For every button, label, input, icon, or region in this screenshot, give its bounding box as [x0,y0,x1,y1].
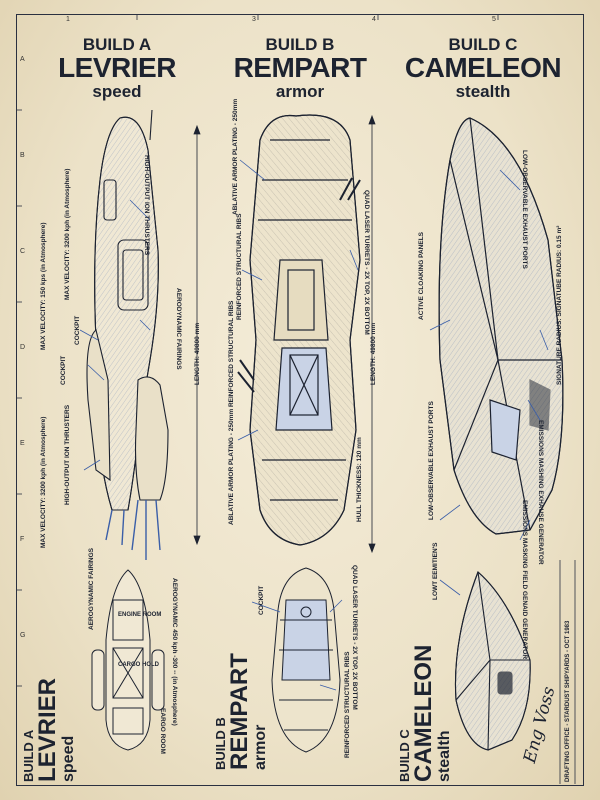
annotation-a-aero-1: AERODYNAMIC FAIRINGS [175,288,182,370]
grid-row-b: B [20,152,25,159]
ship-b-drawing [237,114,361,546]
build-b-name: REMPART [233,52,367,83]
build-c-role: stealth [455,82,511,101]
header-build-b: BUILD B REMPART armor [215,36,385,102]
annotation-a-ion-1: HIGH-OUTPUT ION THRUSTERS [143,155,150,256]
bottom-b-name: REMPART [226,653,253,770]
build-a-name: LEVRIER [58,52,176,83]
annotation-a-cockpit-1: COCKPIT [74,315,81,345]
bottom-a-name: LEVRIER [34,677,61,782]
grid-row-e: D [20,344,26,351]
annotation-a-cockpit-2: COCKPIT [60,355,67,385]
annotation-c-active: ACTIVE CLOAKING PANELS [418,232,425,320]
annotation-b-ablative-2: ABLATIVE ARMOR PLATING - 250mm REINFORCE… [228,300,235,525]
annotation-c-low-obs-1: LOW-OBSERVABLE EXHAUST PORTS [521,150,528,269]
annotation-a-max-vel-3: MAX VELOCITY: 3200 kph (in Atmosphere) [40,416,47,548]
bottom-c-name: CAMELEON [410,644,437,782]
annotation-b-hull: HULL THICKNESS: 120 mm [356,437,363,522]
ship-a-drawing [86,109,169,560]
annotation-b-length: LENGTH: 49800 mm [370,322,377,385]
grid-row-h: G [20,632,26,639]
grid-col-4: 4 [372,16,376,23]
grid-row-f: E [20,440,25,447]
annotation-a-ion-2: HIGH-OUTPUT ION THRUSTERS [64,404,71,505]
ship-a-plan [91,569,165,751]
annotation-a-max-vel-2: MAX VELOCITY: 3200 kph (in Atmosphere) [64,168,71,300]
bottom-b-role: armor [252,724,269,770]
build-c-prefix: BUILD C [448,35,518,54]
annotation-b-reinforced-1: REINFORCED STRUCTURAL RIBS [236,213,243,320]
annotation-c-signature: SIGNATURE RADIUS: SIGNATUBE RADIUS: 0.15… [556,225,563,385]
annotation-c-emissions-1: EMISSIONS MASHING EXHAUSE GENERATOR [537,420,544,565]
build-b-role: armor [275,82,325,101]
grid-col-5: 5 [492,16,496,23]
annotation-a-cargo-hold: CARGO HOLD [118,662,159,668]
header-build-a: BUILD A LEVRIER speed [32,36,202,102]
bottom-title-a: BUILD A LEVRIER speed [21,677,78,782]
grid-col-1: 1 [66,16,70,23]
grid-row-a: A [20,56,25,63]
grid-col-3: 3 [252,16,256,23]
build-b-prefix: BUILD B [265,35,335,54]
grid-row-c: C [20,248,26,255]
bottom-a-role: speed [60,735,77,782]
annotation-b-quad-1: QUAD LASER TURRETS - 2X TOP, 2X BOTTOM [363,190,370,335]
drafting-office-credit: DRAFTING OFFICE - STARDUST SHIPYARDS - O… [565,620,571,782]
bottom-title-b: BUILD B REMPART armor [213,653,270,770]
bottom-c-role: stealth [436,730,453,782]
annotation-b-ablative-1: ABLATIVE ARMOR PLATING - 250mm [232,98,239,215]
annotation-a-engine-room: ENGINE ROOM [118,612,162,618]
build-a-role: speed [92,82,142,101]
annotation-a-length: LENGTH: 49800 mm [194,322,201,385]
annotation-a-max-vel-1: MAX VELOCITY: 150 kps (in Atmosphere) [40,222,47,351]
annotation-a-aero-2: AEROGYNAMIC FAIRINGS [88,548,95,630]
build-a-prefix: BUILD A [82,35,152,54]
annotation-c-emissions-2: EMISSIONS MASKING FIELD GENAID GENERATOR [521,500,528,660]
annotation-c-lowt: LOWT EEMITIEN'S [432,542,439,600]
annotation-a-cargo-room: EARGO ROOM [159,708,166,754]
header-build-c: BUILD C CAMELEON stealth [398,36,568,102]
annotation-b-reinforced-2: REINFORCED STRUCTURAL RIBS [344,651,351,758]
build-c-name: CAMELEON [404,52,562,83]
annotation-b-cockpit: COCKPIT [258,585,265,615]
bottom-title-c: BUILD C CAMELEON stealth [397,644,454,782]
grid-row-g: F [20,536,25,543]
drawing-frame [16,14,584,786]
ship-c-drawing [438,117,564,535]
annotation-b-quad-2: QUAD LASER TURRETS - 2X TOP, 2X BOTTOM [351,565,358,710]
ship-b-plan [271,567,341,753]
ship-c-plan [454,571,531,751]
annotation-a-aero-3: AEROGYNAMIC 450 kph -300 -- (in Atmosphe… [171,578,178,726]
annotation-c-low-obs-2: LOW-OBSERVABLE EXHAUST PORTS [428,401,435,520]
